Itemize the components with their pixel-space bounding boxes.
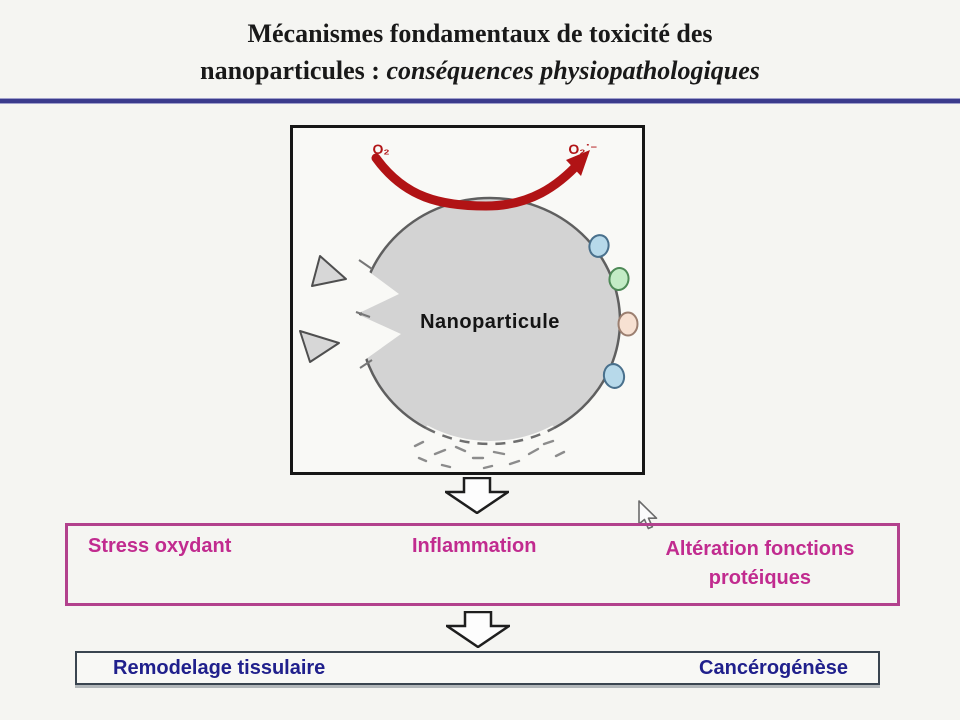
consequence-stress-oxydant: Stress oxydant xyxy=(88,535,232,557)
surface-molecule-blue-1 xyxy=(588,234,610,258)
down-arrow-icon-1 xyxy=(441,476,513,515)
superoxide-arrowhead-icon xyxy=(566,150,590,176)
membrane-notches xyxy=(345,254,401,374)
incoming-particle-triangle-2 xyxy=(299,330,340,363)
surface-molecule-peach xyxy=(617,311,639,337)
superoxide-label: O₂˙⁻ xyxy=(568,141,597,157)
circle-bottom-dashed-edge xyxy=(425,426,555,446)
title-line-1: Mécanismes fondamentaux de toxicité des xyxy=(247,19,713,48)
surface-molecule-blue-2 xyxy=(602,363,626,389)
consequence-inflammation: Inflammation xyxy=(411,535,537,557)
consequence-alteration-line-2: protéiques xyxy=(708,567,812,589)
outcome-remodelage: Remodelage tissulaire xyxy=(113,656,326,679)
o2-label: O₂ xyxy=(372,141,389,157)
page-title: Mécanismes fondamentaux de toxicité des … xyxy=(0,16,960,90)
title-line-2: nanoparticules : conséquences physiopath… xyxy=(0,53,960,90)
down-arrow-icon-2 xyxy=(442,610,514,649)
outcomes-box: Remodelage tissulaire Cancérogénèse xyxy=(75,651,880,685)
title-underline-rule xyxy=(0,99,960,103)
nanoparticle-label: Nanoparticule xyxy=(420,311,560,333)
surface-molecule-green xyxy=(608,267,630,291)
dissolution-debris-dashes xyxy=(413,439,566,470)
title-line-2-plain: nanoparticules : xyxy=(200,55,387,85)
title-line-2-italic: conséquences physiopathologiques xyxy=(386,55,760,85)
notch-edge-dashes xyxy=(355,259,373,369)
incoming-particle-triangle-1 xyxy=(311,255,347,287)
consequences-box: Stress oxydant Inflammation Altération f… xyxy=(65,523,900,606)
consequence-alteration: Altération fonctions protéiques xyxy=(607,535,897,593)
nanoparticle-diagram-box: O₂ O₂˙⁻ Nanoparticule xyxy=(290,125,645,475)
superoxide-reaction-arrow xyxy=(371,153,585,211)
consequence-alteration-line-1: Altération fonctions xyxy=(665,538,855,560)
outcome-cancerogenese: Cancérogénèse xyxy=(699,656,848,679)
nanoparticle-diagram: O₂ O₂˙⁻ Nanoparticule xyxy=(299,141,639,470)
